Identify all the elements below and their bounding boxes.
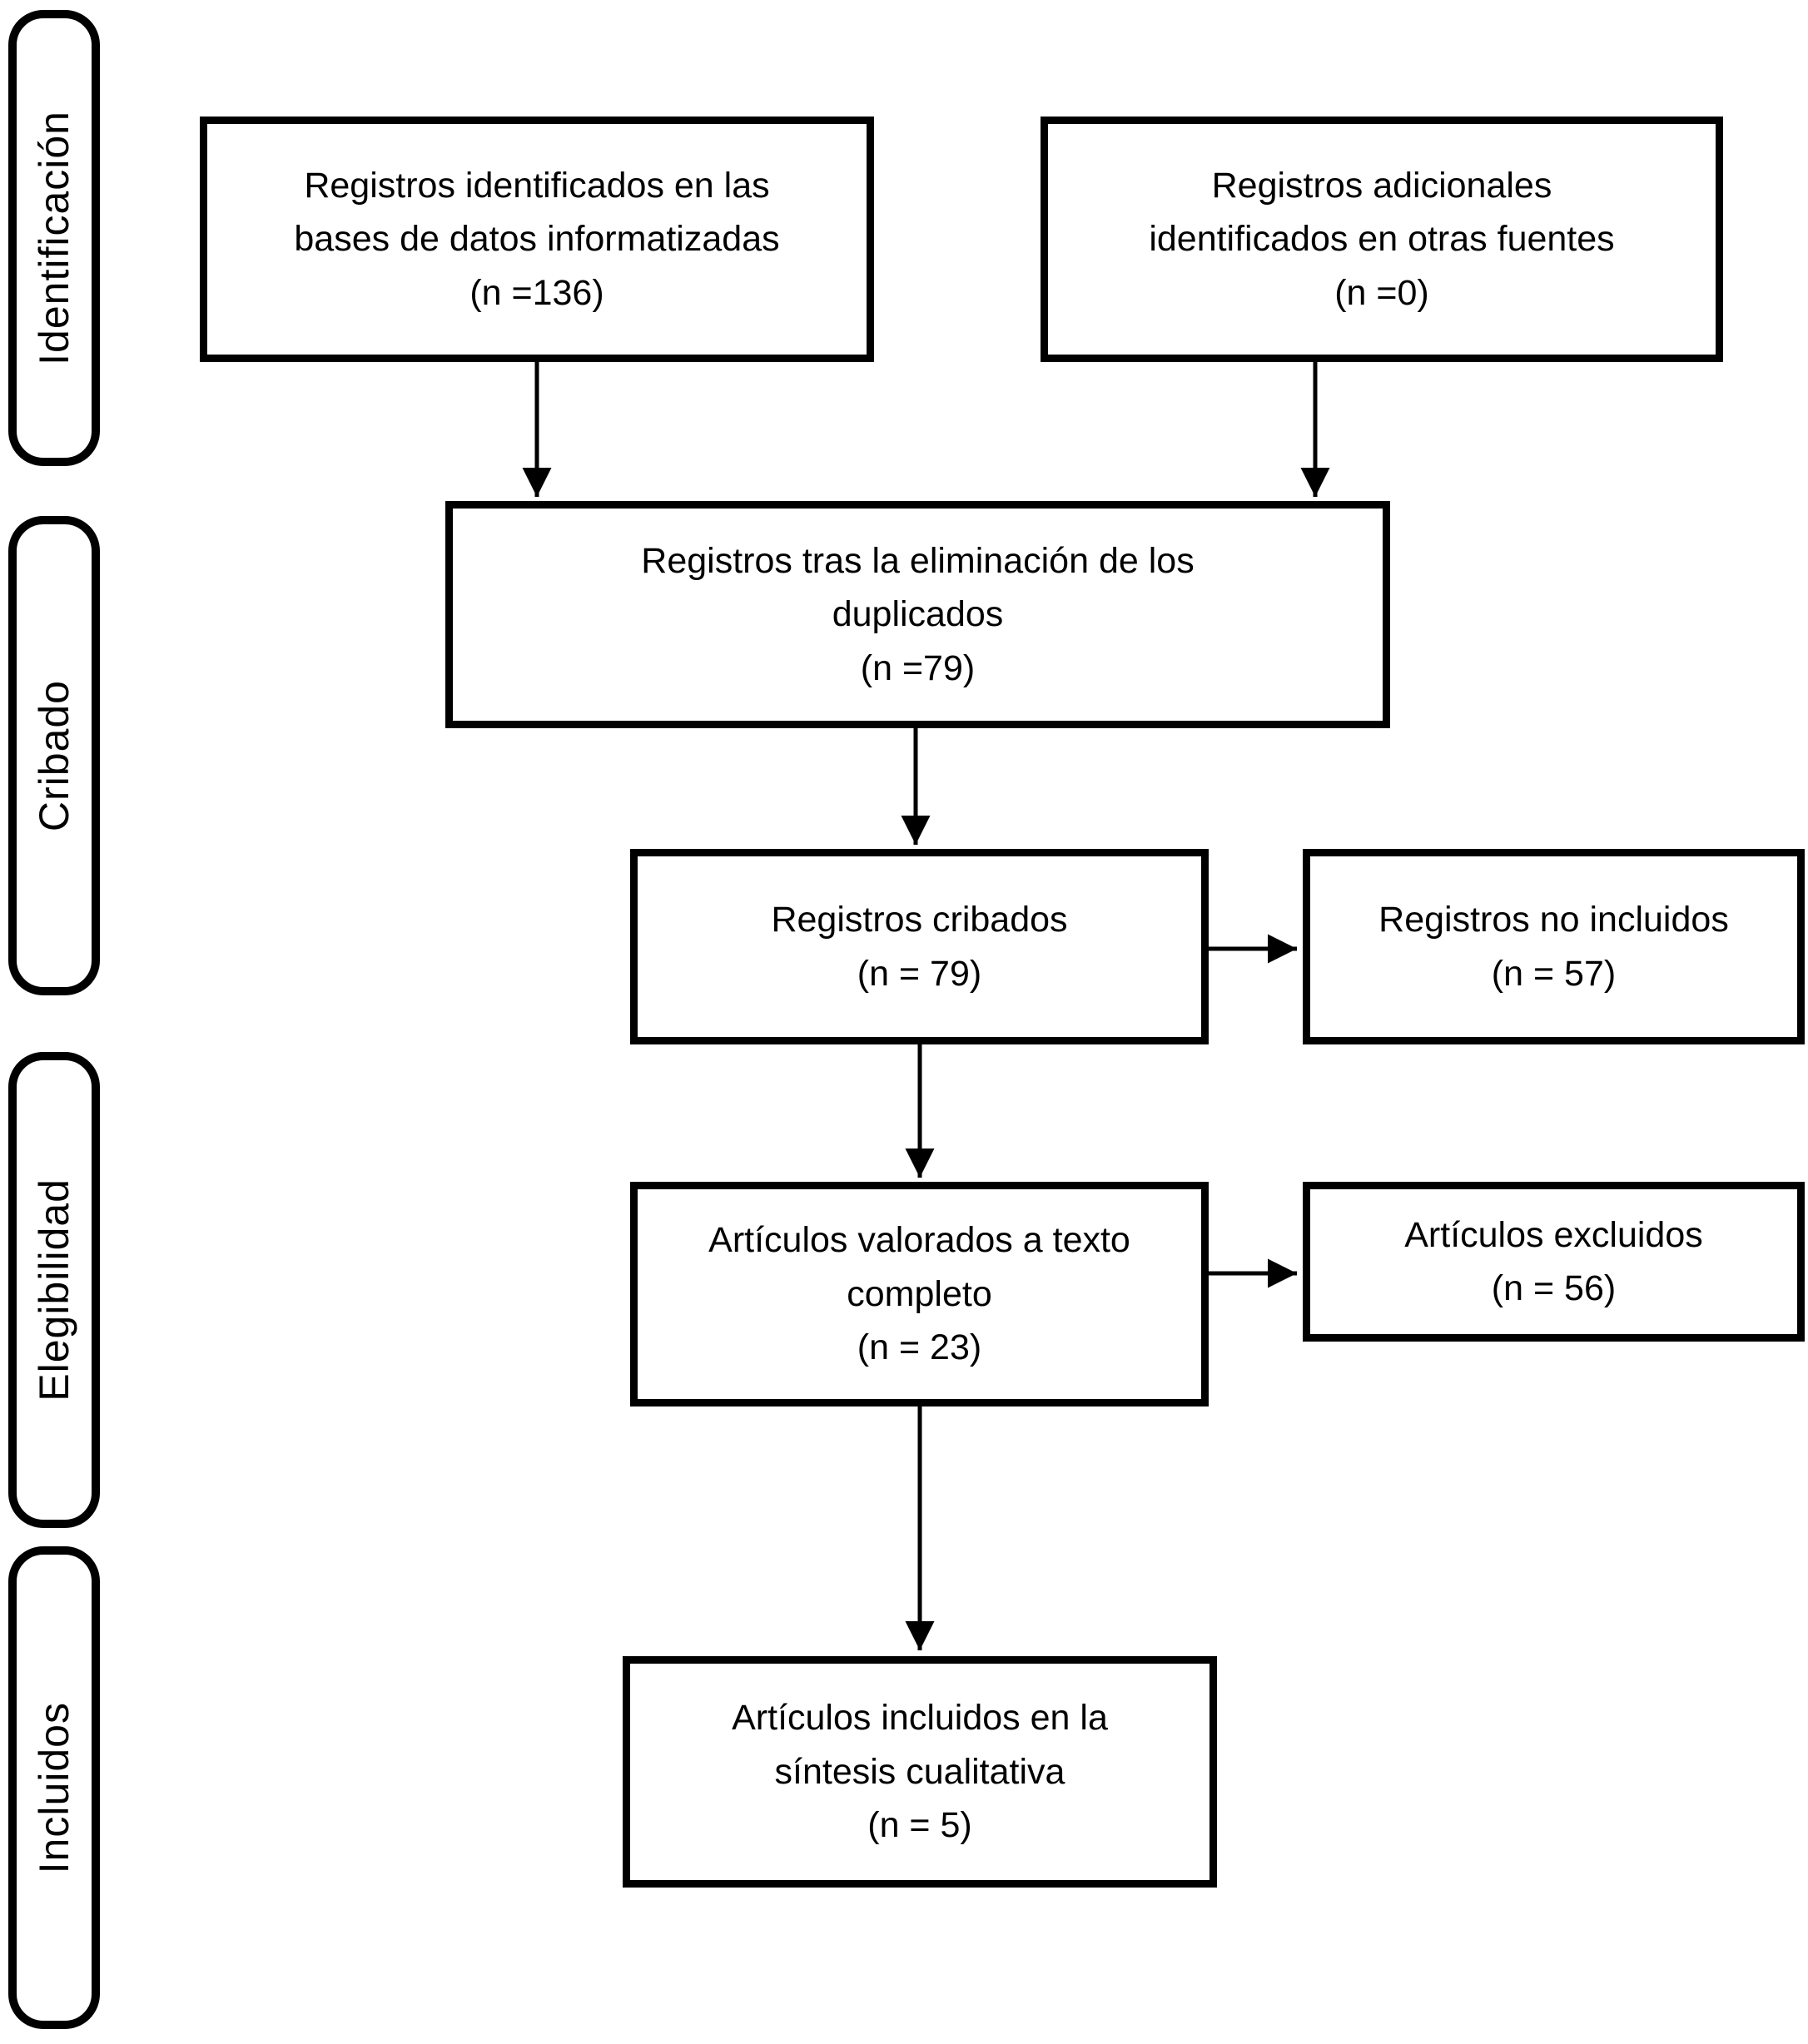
stage-identificacion: Identificación xyxy=(8,10,100,466)
box-articles-excluded: Artículos excluidos (n = 56) xyxy=(1303,1182,1805,1342)
box-records-after-duplicates-text: Registros tras la eliminación de los dup… xyxy=(641,540,1195,688)
box-records-other-sources-text: Registros adicionales identificados en o… xyxy=(1149,165,1615,313)
stage-elegibilidad: Elegibilidad xyxy=(8,1052,100,1528)
box-articles-excluded-text: Artículos excluidos (n = 56) xyxy=(1404,1214,1703,1309)
box-records-identified-databases: Registros identificados en las bases de … xyxy=(200,117,874,362)
box-articles-fulltext-text: Artículos valorados a texto completo (n … xyxy=(708,1220,1130,1368)
box-records-after-duplicates: Registros tras la eliminación de los dup… xyxy=(445,501,1390,728)
stage-cribado-label: Cribado xyxy=(31,679,77,832)
box-articles-included-synthesis: Artículos incluidos en la síntesis cuali… xyxy=(623,1656,1217,1888)
box-records-other-sources: Registros adicionales identificados en o… xyxy=(1041,117,1723,362)
stage-incluidos-label: Incluidos xyxy=(31,1701,77,1874)
box-records-screened-text: Registros cribados (n = 79) xyxy=(771,900,1068,994)
box-articles-included-synthesis-text: Artículos incluidos en la síntesis cuali… xyxy=(732,1698,1108,1846)
stage-elegibilidad-label: Elegibilidad xyxy=(31,1178,77,1402)
stage-cribado: Cribado xyxy=(8,516,100,995)
stage-identificacion-label: Identificación xyxy=(31,111,77,365)
box-articles-fulltext: Artículos valorados a texto completo (n … xyxy=(630,1182,1209,1406)
box-records-identified-databases-text: Registros identificados en las bases de … xyxy=(294,165,780,313)
box-records-not-included: Registros no incluidos (n = 57) xyxy=(1303,849,1805,1044)
stage-incluidos: Incluidos xyxy=(8,1546,100,2029)
box-records-not-included-text: Registros no incluidos (n = 57) xyxy=(1378,900,1729,994)
box-records-screened: Registros cribados (n = 79) xyxy=(630,849,1209,1044)
